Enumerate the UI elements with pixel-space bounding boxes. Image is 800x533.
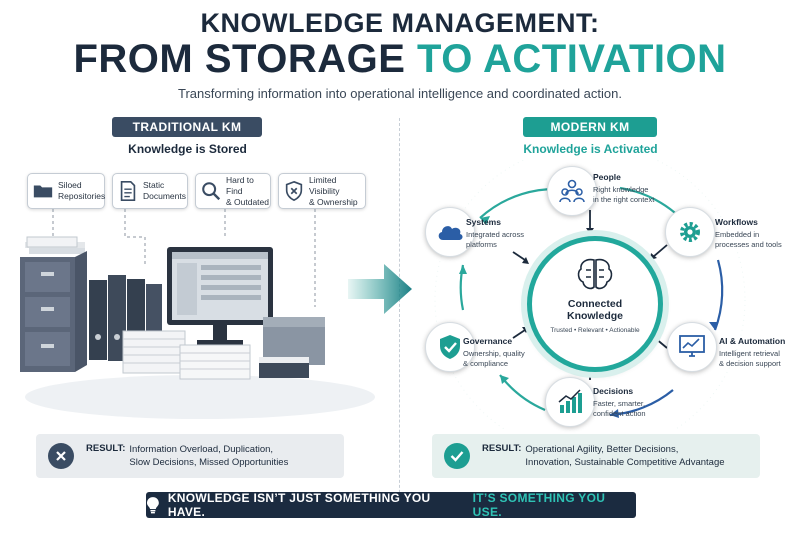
node-ai-automation — [667, 322, 717, 372]
node-people-text: People Right knowledge in the right cont… — [593, 172, 683, 205]
tag-line: Hard to Find — [226, 174, 254, 196]
node-workflows-text: Workflows Embedded in processes and tool… — [715, 217, 795, 250]
search-icon — [202, 182, 221, 201]
gear-icon — [680, 222, 700, 242]
node-governance-text: Governance Ownership, quality & complian… — [463, 336, 543, 369]
banner-part1: KNOWLEDGE ISN’T JUST SOMETHING YOU HAVE. — [167, 491, 431, 519]
node-people — [547, 166, 597, 216]
node-desc: Intelligent retrieval — [719, 349, 780, 358]
hub-title-line1: Connected — [567, 298, 623, 310]
hub-title-line2: Knowledge — [566, 310, 623, 322]
archive-box — [259, 317, 325, 378]
result-line: Operational Agility, Better Decisions, — [525, 444, 679, 455]
page-subtitle: Transforming information into operationa… — [178, 86, 622, 101]
tag-hard-to-find: Hard to Find& Outdated — [195, 173, 271, 209]
title-storage: FROM STORAGE — [73, 37, 406, 81]
desktop-monitor — [167, 247, 273, 345]
x-circle-icon — [48, 443, 74, 469]
tag-line: Siloed — [58, 180, 82, 190]
node-desc: Ownership, quality — [463, 349, 525, 358]
traditional-km-label: TRADITIONAL KM — [112, 117, 262, 137]
folder-icon — [33, 185, 53, 198]
paper-stacks — [26, 236, 251, 380]
result-label: RESULT: — [86, 443, 126, 454]
filing-cabinet — [20, 242, 87, 372]
shield-x-icon — [285, 180, 303, 202]
node-decisions-text: Decisions Faster, smarter, confident act… — [593, 386, 683, 419]
node-desc: Right knowledge — [593, 185, 649, 194]
storage-illustration — [20, 209, 375, 419]
page-title-line2: FROM STORAGE TO ACTIVATION — [0, 37, 800, 82]
tag-line: Limited Visibility — [309, 174, 340, 196]
result-label: RESULT: — [482, 443, 522, 454]
monitor-chart-icon — [679, 335, 705, 357]
node-decisions — [545, 377, 595, 427]
node-desc: processes and tools — [715, 240, 782, 249]
title-activation: TO ACTIVATION — [417, 37, 727, 81]
traditional-result-box: RESULT: Information Overload, Duplicatio… — [36, 434, 344, 478]
node-desc: & compliance — [463, 359, 509, 368]
node-title: Workflows — [715, 217, 758, 227]
modern-km-label: MODERN KM — [523, 117, 657, 137]
bar-chart-icon — [558, 389, 582, 413]
tag-line: Static — [143, 180, 165, 190]
node-title: People — [593, 172, 621, 182]
shield-check-icon — [440, 335, 460, 359]
node-governance — [425, 322, 475, 372]
brain-icon — [577, 258, 613, 290]
node-title: Governance — [463, 336, 513, 346]
tag-line: Repositories — [58, 191, 106, 201]
node-desc: confident action — [593, 409, 646, 418]
node-title: AI & Automation — [719, 336, 786, 346]
tag-limited-visibility: Limited Visibility& Ownership — [278, 173, 366, 209]
center-divider — [399, 118, 400, 518]
node-desc: in the right context — [593, 195, 655, 204]
tag-line: Documents — [143, 191, 186, 201]
node-desc: & decision support — [719, 359, 781, 368]
result-line: Slow Decisions, Missed Opportunities — [129, 457, 289, 468]
page-title-line1: KNOWLEDGE MANAGEMENT: — [200, 8, 600, 38]
hub-tagline: Trusted • Relevant • Actionable — [550, 327, 640, 334]
traditional-subtitle: Knowledge is Stored — [128, 142, 247, 156]
banner-part2: IT’S SOMETHING YOU USE. — [472, 491, 606, 519]
check-circle-icon — [444, 443, 470, 469]
tag-line: & Outdated — [226, 196, 270, 207]
node-title: Systems — [466, 217, 501, 227]
node-title: Decisions — [593, 386, 634, 396]
result-line: Information Overload, Duplication, — [129, 444, 274, 455]
node-desc: Embedded in — [715, 230, 760, 239]
modern-result-box: RESULT: Operational Agility, Better Deci… — [432, 434, 760, 478]
node-workflows — [665, 207, 715, 257]
connected-knowledge-hub: Connected Knowledge Trusted • Relevant •… — [527, 236, 663, 372]
document-icon — [120, 181, 136, 201]
node-desc: platforms — [466, 240, 497, 249]
node-systems — [425, 207, 475, 257]
modern-subtitle: Knowledge is Activated — [523, 142, 658, 156]
node-systems-text: Systems Integrated across platforms — [466, 217, 546, 250]
result-line: Innovation, Sustainable Competitive Adva… — [525, 457, 725, 468]
cloud-icon — [438, 226, 463, 240]
people-icon — [559, 179, 585, 203]
bottom-banner: KNOWLEDGE ISN’T JUST SOMETHING YOU HAVE.… — [146, 491, 636, 519]
node-desc: Faster, smarter, — [593, 399, 646, 408]
transition-arrow-icon — [348, 264, 412, 314]
lightbulb-icon — [146, 497, 159, 514]
node-ai-text: AI & Automation Intelligent retrieval & … — [719, 336, 799, 369]
node-desc: Integrated across — [466, 230, 524, 239]
tag-line: & Ownership — [309, 196, 358, 207]
